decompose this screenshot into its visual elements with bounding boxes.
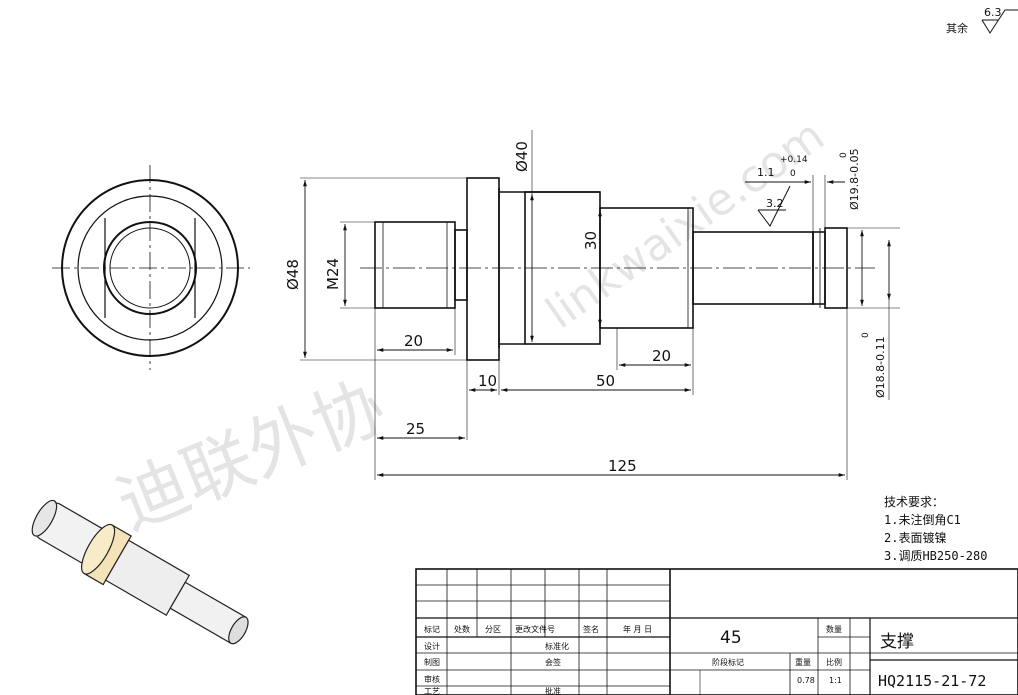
technical-notes: 技术要求： 1.未注倒角C1 2.表面镀镍 3.调质HB250-280	[884, 495, 987, 563]
dimension-text: Ø40 Ø48 M24 30 20 20 10 50 25 125 1.1 +0…	[284, 141, 887, 475]
roughness-value: 6.3	[984, 6, 1002, 19]
end-view	[52, 165, 250, 370]
tb-weight-value: 0.78	[797, 676, 815, 685]
tb-label-date: 年 月 日	[623, 624, 652, 634]
dim-125: 125	[608, 457, 637, 475]
tb-drawing-number: HQ2115-21-72	[878, 672, 986, 690]
roughness-symbol-general: 其余 6.3	[946, 6, 1018, 35]
tb-label-approve: 批准	[545, 686, 561, 695]
roughness-prefix: 其余	[946, 21, 968, 35]
title-block-text: 标记 处数 分区 更改文件号 签名 年 月 日 设计 制图 审核 工艺 标准化 …	[424, 624, 986, 695]
dim-rough32: 3.2	[766, 197, 784, 210]
dim-d198-upper: 0	[839, 152, 849, 158]
tb-scale-value: 1:1	[829, 676, 842, 685]
tb-label-scale: 比例	[826, 657, 842, 667]
dim-m24: M24	[324, 258, 342, 290]
tb-label-countersign: 会签	[545, 657, 561, 667]
tech-item-3: 3.调质HB250-280	[884, 549, 987, 563]
dim-groove: 1.1	[757, 166, 775, 179]
dim-25: 25	[406, 420, 425, 438]
tb-label-stage: 阶段标记	[712, 657, 744, 667]
tb-material: 45	[720, 628, 742, 648]
dim-20-left: 20	[404, 332, 423, 350]
tb-label-design: 设计	[424, 641, 440, 651]
tb-label-process: 工艺	[424, 687, 440, 695]
watermark-chinese: 迪联外协	[106, 365, 396, 546]
tech-item-2: 2.表面镀镍	[884, 531, 946, 545]
dim-30: 30	[582, 231, 600, 250]
dim-d188-upper: 0	[861, 332, 871, 338]
tech-item-1: 1.未注倒角C1	[884, 512, 961, 527]
dim-d188: Ø18.8-0.11	[874, 336, 887, 398]
title-block	[415, 568, 1018, 695]
dim-d40: Ø40	[513, 141, 531, 172]
tb-label-draw: 制图	[424, 657, 440, 667]
tb-label-count: 处数	[454, 624, 470, 634]
dim-10: 10	[478, 372, 497, 390]
tb-label-standard: 标准化	[545, 641, 569, 651]
dim-groove-tol-low: 0	[790, 169, 796, 179]
tb-label-zone: 分区	[485, 625, 501, 634]
dim-d198: Ø19.8-0.05	[848, 148, 861, 210]
isometric-view	[31, 499, 249, 645]
dim-d48: Ø48	[284, 259, 302, 290]
tech-title: 技术要求：	[884, 495, 944, 509]
dim-20-right: 20	[652, 347, 671, 365]
tb-label-qty: 数量	[826, 624, 842, 634]
tb-label-weight: 重量	[795, 657, 811, 667]
dim-50: 50	[596, 372, 615, 390]
dimension-lines	[300, 130, 900, 480]
tb-part-name: 支撑	[880, 632, 914, 652]
tb-label-check: 审核	[424, 674, 440, 684]
tb-label-sign: 签名	[583, 624, 599, 634]
tb-label-mark: 标记	[424, 624, 440, 634]
tb-label-change-doc: 更改文件号	[515, 624, 555, 634]
dim-groove-tol-up: +0.14	[780, 155, 808, 165]
